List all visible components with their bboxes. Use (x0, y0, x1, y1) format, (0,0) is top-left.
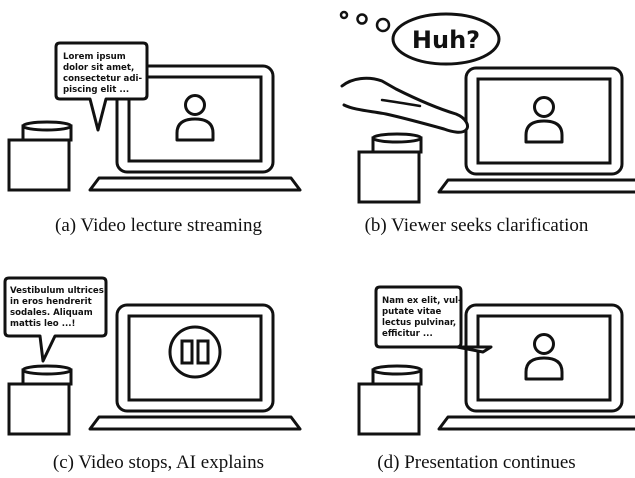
speech-bubble: Lorem ipsum dolor sit amet, consectetur … (54, 41, 149, 132)
bubble-line: Lorem ipsum (63, 52, 126, 62)
caption-panel-b: (b) Viewer seeks clarification (364, 215, 589, 236)
bubble-line: efficitur ... (382, 329, 433, 339)
lecturer-avatar-icon (524, 333, 564, 381)
bubble-line: putate vitae (382, 307, 442, 317)
thought-bubble: Huh? (339, 10, 501, 66)
panel-d: Nam ex elit, vul- putate vitae lectus pu… (357, 285, 635, 436)
panel-b: Huh? (339, 10, 635, 204)
lecturer-avatar-icon (524, 96, 564, 144)
thought-dot (339, 10, 349, 20)
bubble-line: lectus pulvinar, (382, 318, 456, 328)
lecturer-avatar-icon (175, 94, 215, 142)
bubble-line: Vestibulum ultrices (10, 286, 104, 296)
thought-text: Huh? (412, 26, 480, 54)
speech-bubble: Nam ex elit, vul- putate vitae lectus pu… (374, 285, 493, 354)
thought-dot (375, 17, 391, 33)
bubble-line: mattis leo ...! (10, 319, 75, 329)
bubble-line: sodales. Aliquam (10, 308, 93, 318)
speaker-device (357, 132, 423, 204)
panel-a: Lorem ipsum dolor sit amet, consectetur … (7, 41, 302, 192)
caption-panel-a: (a) Video lecture streaming (55, 215, 262, 236)
bubble-line: in eros hendrerit (10, 297, 92, 307)
bubble-line: consectetur adi- (63, 74, 142, 84)
pause-icon (168, 325, 222, 379)
laptop (88, 303, 302, 431)
laptop (437, 303, 635, 431)
bubble-line: dolor sit amet, (63, 63, 134, 73)
thought-dot (356, 13, 368, 25)
speaker-device (7, 120, 73, 192)
panel-c: Vestibulum ultrices in eros hendrerit so… (3, 276, 302, 436)
laptop (437, 66, 635, 194)
speech-bubble: Vestibulum ultrices in eros hendrerit so… (3, 276, 108, 363)
bubble-line: Nam ex elit, vul- (382, 296, 462, 306)
speaker-device (357, 364, 423, 436)
caption-panel-c: (c) Video stops, AI explains (52, 452, 265, 473)
raised-hand-icon (340, 76, 470, 134)
bubble-line: piscing elit ... (63, 85, 129, 95)
caption-panel-d: (d) Presentation continues (377, 452, 576, 473)
speaker-device (7, 364, 73, 436)
